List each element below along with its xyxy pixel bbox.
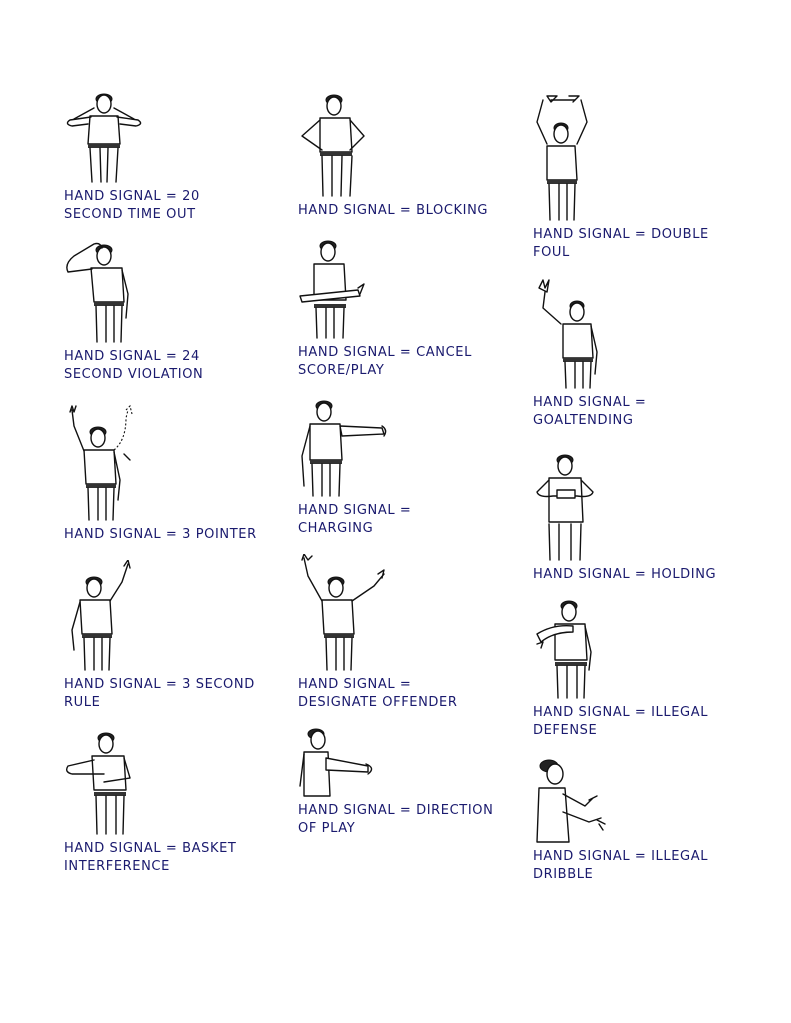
- caption-line-1: HAND SIGNAL = 20: [64, 189, 200, 204]
- signal-holding: HAND SIGNAL = HOLDING: [533, 452, 763, 584]
- signal-caption: HAND SIGNAL = 20 SECOND TIME OUT: [64, 188, 294, 224]
- illegal-dribble-figure-icon: [533, 758, 763, 844]
- goaltending-figure-icon: [533, 278, 763, 390]
- caption-line-1: HAND SIGNAL = 3 SECOND: [64, 677, 255, 692]
- caption-line-2: SECOND TIME OUT: [64, 207, 196, 222]
- caption-line-2: DEFENSE: [533, 723, 598, 738]
- holding-figure-icon: [533, 452, 763, 562]
- caption-line-1: HAND SIGNAL = CANCEL: [298, 345, 472, 360]
- signal-cancel-score: HAND SIGNAL = CANCEL SCORE/PLAY: [298, 240, 528, 380]
- caption-line-2: INTERFERENCE: [64, 859, 170, 874]
- signal-24-second-violation: HAND SIGNAL = 24 SECOND VIOLATION: [64, 238, 294, 384]
- charging-figure-icon: [298, 398, 528, 498]
- designate-offender-figure-icon: [298, 554, 528, 672]
- signal-caption: HAND SIGNAL = DESIGNATE OFFENDER: [298, 676, 528, 712]
- signal-caption: HAND SIGNAL = BLOCKING: [298, 202, 528, 220]
- signal-caption: HAND SIGNAL = 3 SECOND RULE: [64, 676, 294, 712]
- caption-line-1: HAND SIGNAL = BASKET: [64, 841, 237, 856]
- caption-line-2: DESIGNATE OFFENDER: [298, 695, 458, 710]
- signal-caption: HAND SIGNAL = ILLEGAL DRIBBLE: [533, 848, 763, 884]
- direction-of-play-figure-icon: [298, 726, 528, 798]
- time-out-figure-icon: [64, 92, 294, 184]
- caption-line-1: HAND SIGNAL = ILLEGAL: [533, 705, 709, 720]
- signal-3-pointer: HAND SIGNAL = 3 POINTER: [64, 404, 294, 544]
- signal-caption: HAND SIGNAL = CANCEL SCORE/PLAY: [298, 344, 528, 380]
- caption-line-1: HAND SIGNAL = 24: [64, 349, 200, 364]
- signal-designate-offender: HAND SIGNAL = DESIGNATE OFFENDER: [298, 554, 528, 712]
- 3-second-rule-figure-icon: [64, 560, 294, 672]
- caption-line-1: HAND SIGNAL = DIRECTION: [298, 803, 494, 818]
- 3-pointer-figure-icon: [64, 404, 294, 522]
- signal-blocking: HAND SIGNAL = BLOCKING: [298, 92, 528, 220]
- signal-caption: HAND SIGNAL = HOLDING: [533, 566, 763, 584]
- 24-second-violation-figure-icon: [64, 238, 294, 344]
- caption-line-2: SECOND VIOLATION: [64, 367, 204, 382]
- caption-line-1: HAND SIGNAL =: [298, 677, 412, 692]
- caption-line-1: HAND SIGNAL = DOUBLE: [533, 227, 709, 242]
- caption-line-1: HAND SIGNAL = HOLDING: [533, 567, 717, 582]
- caption-line-2: GOALTENDING: [533, 413, 634, 428]
- signal-caption: HAND SIGNAL = ILLEGAL DEFENSE: [533, 704, 763, 740]
- signal-caption: HAND SIGNAL = CHARGING: [298, 502, 528, 538]
- illegal-defense-figure-icon: [533, 600, 763, 700]
- caption-line-2: FOUL: [533, 245, 570, 260]
- caption-line-2: CHARGING: [298, 521, 374, 536]
- caption-line-1: HAND SIGNAL = 3 POINTER: [64, 527, 257, 542]
- caption-line-2: SCORE/PLAY: [298, 363, 385, 378]
- caption-line-2: DRIBBLE: [533, 867, 594, 882]
- double-foul-figure-icon: [533, 92, 763, 222]
- signal-caption: HAND SIGNAL = BASKET INTERFERENCE: [64, 840, 294, 876]
- signal-illegal-defense: HAND SIGNAL = ILLEGAL DEFENSE: [533, 600, 763, 740]
- signal-caption: HAND SIGNAL = 24 SECOND VIOLATION: [64, 348, 294, 384]
- signal-caption: HAND SIGNAL = 3 POINTER: [64, 526, 294, 544]
- blocking-figure-icon: [298, 92, 528, 198]
- signal-double-foul: HAND SIGNAL = DOUBLE FOUL: [533, 92, 763, 262]
- caption-line-1: HAND SIGNAL = BLOCKING: [298, 203, 489, 218]
- signal-direction-of-play: HAND SIGNAL = DIRECTION OF PLAY: [298, 726, 528, 838]
- caption-line-2: RULE: [64, 695, 101, 710]
- signal-caption: HAND SIGNAL = GOALTENDING: [533, 394, 763, 430]
- signal-basket-interference: HAND SIGNAL = BASKET INTERFERENCE: [64, 730, 294, 876]
- signal-caption: HAND SIGNAL = DOUBLE FOUL: [533, 226, 763, 262]
- signal-charging: HAND SIGNAL = CHARGING: [298, 398, 528, 538]
- signal-illegal-dribble: HAND SIGNAL = ILLEGAL DRIBBLE: [533, 758, 763, 884]
- caption-line-1: HAND SIGNAL =: [298, 503, 412, 518]
- signal-caption: HAND SIGNAL = DIRECTION OF PLAY: [298, 802, 528, 838]
- cancel-score-figure-icon: [298, 240, 528, 340]
- caption-line-2: OF PLAY: [298, 821, 356, 836]
- caption-line-1: HAND SIGNAL =: [533, 395, 647, 410]
- caption-line-1: HAND SIGNAL = ILLEGAL: [533, 849, 709, 864]
- signal-3-second-rule: HAND SIGNAL = 3 SECOND RULE: [64, 560, 294, 712]
- signal-goaltending: HAND SIGNAL = GOALTENDING: [533, 278, 763, 430]
- signal-20-second-time-out: HAND SIGNAL = 20 SECOND TIME OUT: [64, 92, 294, 224]
- basket-interference-figure-icon: [64, 730, 294, 836]
